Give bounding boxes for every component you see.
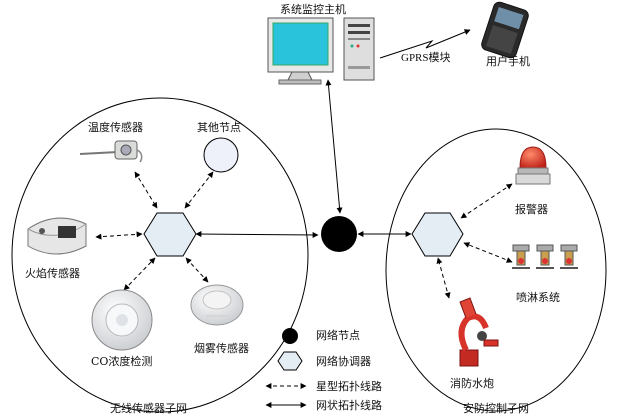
smoke-sensor-label: 烟雾传感器: [194, 342, 249, 355]
other-node-label: 其他节点: [197, 121, 241, 134]
star-line-alarm: [460, 183, 513, 219]
smoke-sensor-icon: [190, 284, 244, 326]
legend-coordinator-label: 网络协调器: [316, 355, 371, 368]
star-line-co: [123, 257, 156, 291]
gprs-module-label: GPRS模块: [401, 52, 451, 64]
temperature-sensor-icon: [79, 140, 143, 163]
star-line-sprinkler: [463, 242, 513, 263]
star-line-flame: [95, 231, 143, 240]
flame-sensor-icon: [27, 217, 87, 255]
legend-coordinator-symbol: [277, 351, 303, 371]
star-line-temperature: [134, 171, 158, 209]
legend-star-label: 星型拓扑线路: [316, 380, 382, 393]
fire-cannon-label: 消防水炮: [450, 377, 494, 390]
wsn-subnet-label: 无线传感器子网: [110, 402, 187, 415]
legend-mesh-label: 网状拓扑线路: [316, 399, 382, 412]
monitor-host-label: 系统监控主机: [280, 3, 346, 16]
wsn-coordinator-icon: [143, 212, 197, 257]
co-detect-label: CO浓度检测: [91, 355, 153, 368]
central-network-node: [321, 216, 357, 252]
mesh-line-left-coordinator: [195, 231, 319, 238]
gprs-link-icon: [379, 29, 471, 59]
legend-node-symbol: [282, 328, 298, 344]
flame-sensor-label: 火焰传感器: [25, 267, 80, 280]
user-phone-icon: [481, 1, 529, 59]
mesh-line-host-node: [325, 79, 343, 214]
star-line-fire-cannon: [436, 257, 451, 299]
co-detector-icon: [91, 289, 153, 351]
star-line-other-node: [184, 171, 214, 209]
star-line-smoke: [185, 257, 209, 283]
user-phone-label: 用户手机: [486, 55, 530, 68]
temperature-sensor-label: 温度传感器: [88, 121, 143, 134]
alarm-label: 报警器: [515, 203, 548, 216]
fire-cannon-icon: [458, 297, 499, 367]
wsn-subnet-boundary: [11, 97, 309, 413]
legend-node-label: 网络节点: [316, 329, 360, 342]
other-node-icon: [203, 137, 239, 173]
security-subnet-label: 安防控制子网: [463, 402, 529, 415]
alarm-icon: [515, 146, 551, 185]
monitor-host-icon: [267, 17, 375, 85]
security-coordinator-icon: [411, 212, 464, 257]
security-subnet-boundary: [385, 128, 607, 412]
sprinkler-label: 喷淋系统: [516, 291, 560, 304]
sprinkler-icon: [512, 244, 578, 269]
